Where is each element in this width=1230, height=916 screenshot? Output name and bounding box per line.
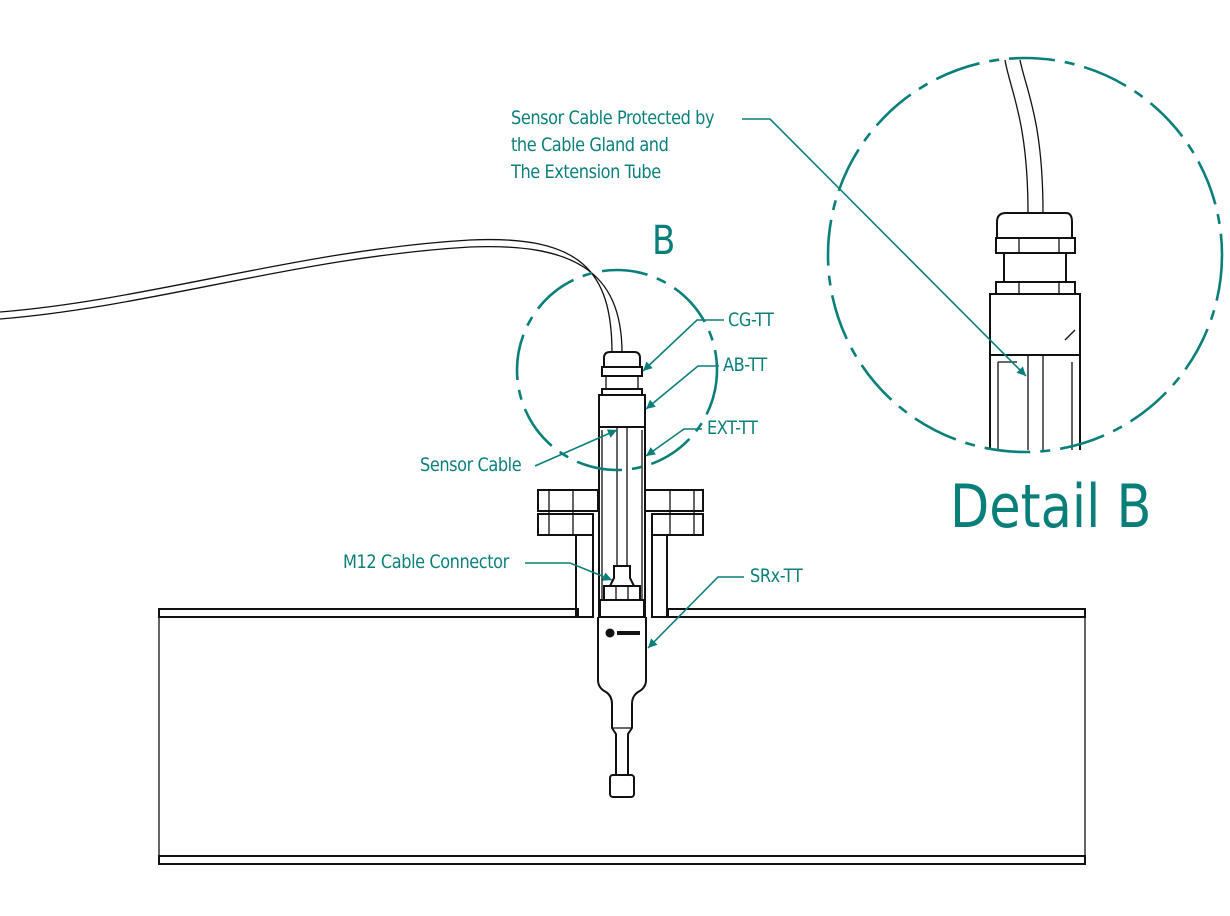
sensor-assembly bbox=[597, 351, 647, 798]
leader-lines bbox=[525, 118, 1027, 649]
detail-b-circle bbox=[826, 56, 1224, 454]
detail-b-title: Detail B bbox=[950, 472, 1152, 542]
label-ab-tt: AB-TT bbox=[723, 354, 767, 376]
label-srx-tt: SRx-TT bbox=[750, 565, 803, 587]
label-m12-connector: M12 Cable Connector bbox=[343, 551, 509, 573]
label-protected-line3: The Extension Tube bbox=[511, 161, 661, 183]
label-cg-tt: CG-TT bbox=[728, 309, 774, 331]
section-mark-b: B bbox=[652, 218, 676, 264]
label-sensor-cable: Sensor Cable bbox=[420, 454, 522, 476]
sensor-cable-line bbox=[0, 238, 623, 354]
label-ext-tt: EXT-TT bbox=[707, 417, 758, 439]
label-protected-line1: Sensor Cable Protected by bbox=[511, 107, 715, 129]
detail-b-drawing bbox=[989, 59, 1081, 450]
label-protected-line2: the Cable Gland and bbox=[511, 134, 669, 156]
detail-b-callout-circle bbox=[515, 268, 719, 472]
nozzle-flange bbox=[537, 489, 704, 618]
brand-logo-icon bbox=[605, 628, 615, 638]
pipe bbox=[158, 608, 1086, 865]
